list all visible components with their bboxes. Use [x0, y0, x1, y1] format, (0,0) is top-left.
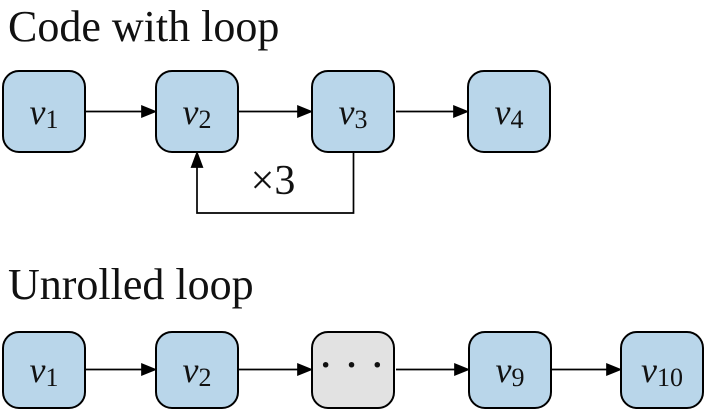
node-top-v2-label: v	[182, 91, 199, 132]
arrowhead-top-v1-v2	[141, 105, 158, 118]
node-bottom-v9-subscript: 9	[511, 363, 525, 392]
node-top-v2-subscript: 2	[198, 104, 212, 134]
node-bottom-v2-subscript: 2	[198, 363, 212, 392]
node-top-v4-subscript: 4	[510, 104, 524, 134]
arrowhead-top-v3-v4	[453, 105, 470, 118]
arrowhead-bottom-dots-v9	[454, 363, 471, 376]
loop-count-label: ×3	[250, 158, 296, 204]
arrowhead-bottom-v2-dots	[297, 363, 314, 376]
node-bottom-v10-label: v	[641, 350, 657, 390]
node-top-v3-subscript: 3	[354, 104, 368, 134]
arrowhead-top-v2-v3	[297, 105, 314, 118]
node-top-v1-label: v	[29, 91, 46, 132]
node-top-v4-label: v	[494, 91, 511, 132]
node-bottom-v9-label: v	[495, 350, 512, 390]
node-bottom-v2-label: v	[182, 350, 199, 390]
arrowhead-loop-into-v2	[190, 150, 204, 168]
node-bottom-v1-label: v	[29, 350, 46, 390]
arrowhead-bottom-v9-v10	[606, 363, 623, 376]
node-top-v3-label: v	[338, 91, 355, 132]
arrowhead-bottom-v1-v2	[141, 363, 158, 376]
node-bottom-v10-subscript: 10	[656, 363, 683, 392]
node-bottom-ellipsis-label: · · ·	[319, 347, 387, 384]
node-bottom-ellipsis: · · ·	[311, 331, 395, 409]
node-bottom-v1-subscript: 1	[45, 363, 59, 392]
node-top-v1-subscript: 1	[45, 104, 59, 134]
title-code-with-loop: Code with loop	[8, 2, 280, 51]
title-unrolled-loop: Unrolled loop	[8, 260, 254, 309]
